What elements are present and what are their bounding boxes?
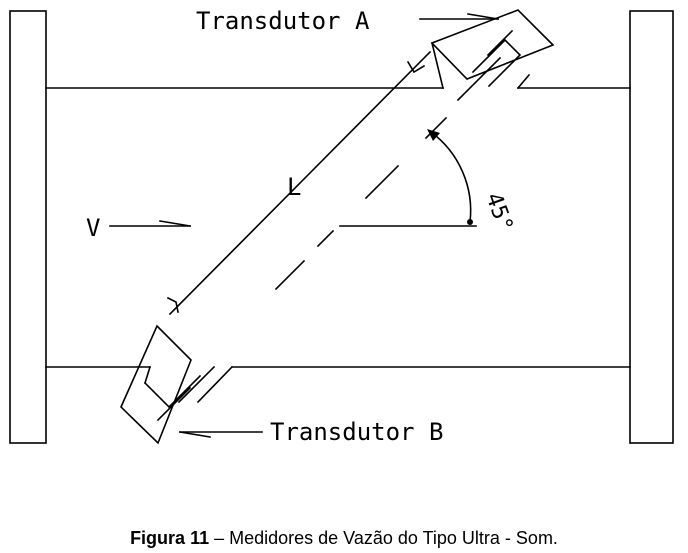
transducer-b-housing [120,324,234,445]
angle-arc [429,130,472,223]
velocity-label: V [86,214,100,242]
path-arrow-bottom [166,296,179,313]
transducer-a-housing [430,9,555,102]
transducer-a-label: Transdutor A [196,7,370,35]
caption-separator: – [209,528,230,548]
caption-number: Figura 11 [130,528,210,548]
angle-vertex-dot [467,219,473,225]
transducer-b-arrow [179,431,263,438]
transducer-a-arrow [419,13,499,20]
angle-label: 45° [480,190,517,236]
path-arrow-top [406,60,426,74]
left-flange [9,10,47,444]
path-length-label: L [287,173,301,201]
figure-caption: Figura 11 – Medidores de Vazão do Tipo U… [0,528,688,549]
transducer-b-label: Transdutor B [270,418,443,446]
axis-dashes [274,116,448,291]
acoustic-path-line [168,50,432,316]
velocity-arrow [109,220,191,227]
caption-text: Medidores de Vazão do Tipo Ultra - Som. [229,528,558,548]
right-flange [629,10,674,444]
angle-arc-arrowhead [427,129,440,141]
